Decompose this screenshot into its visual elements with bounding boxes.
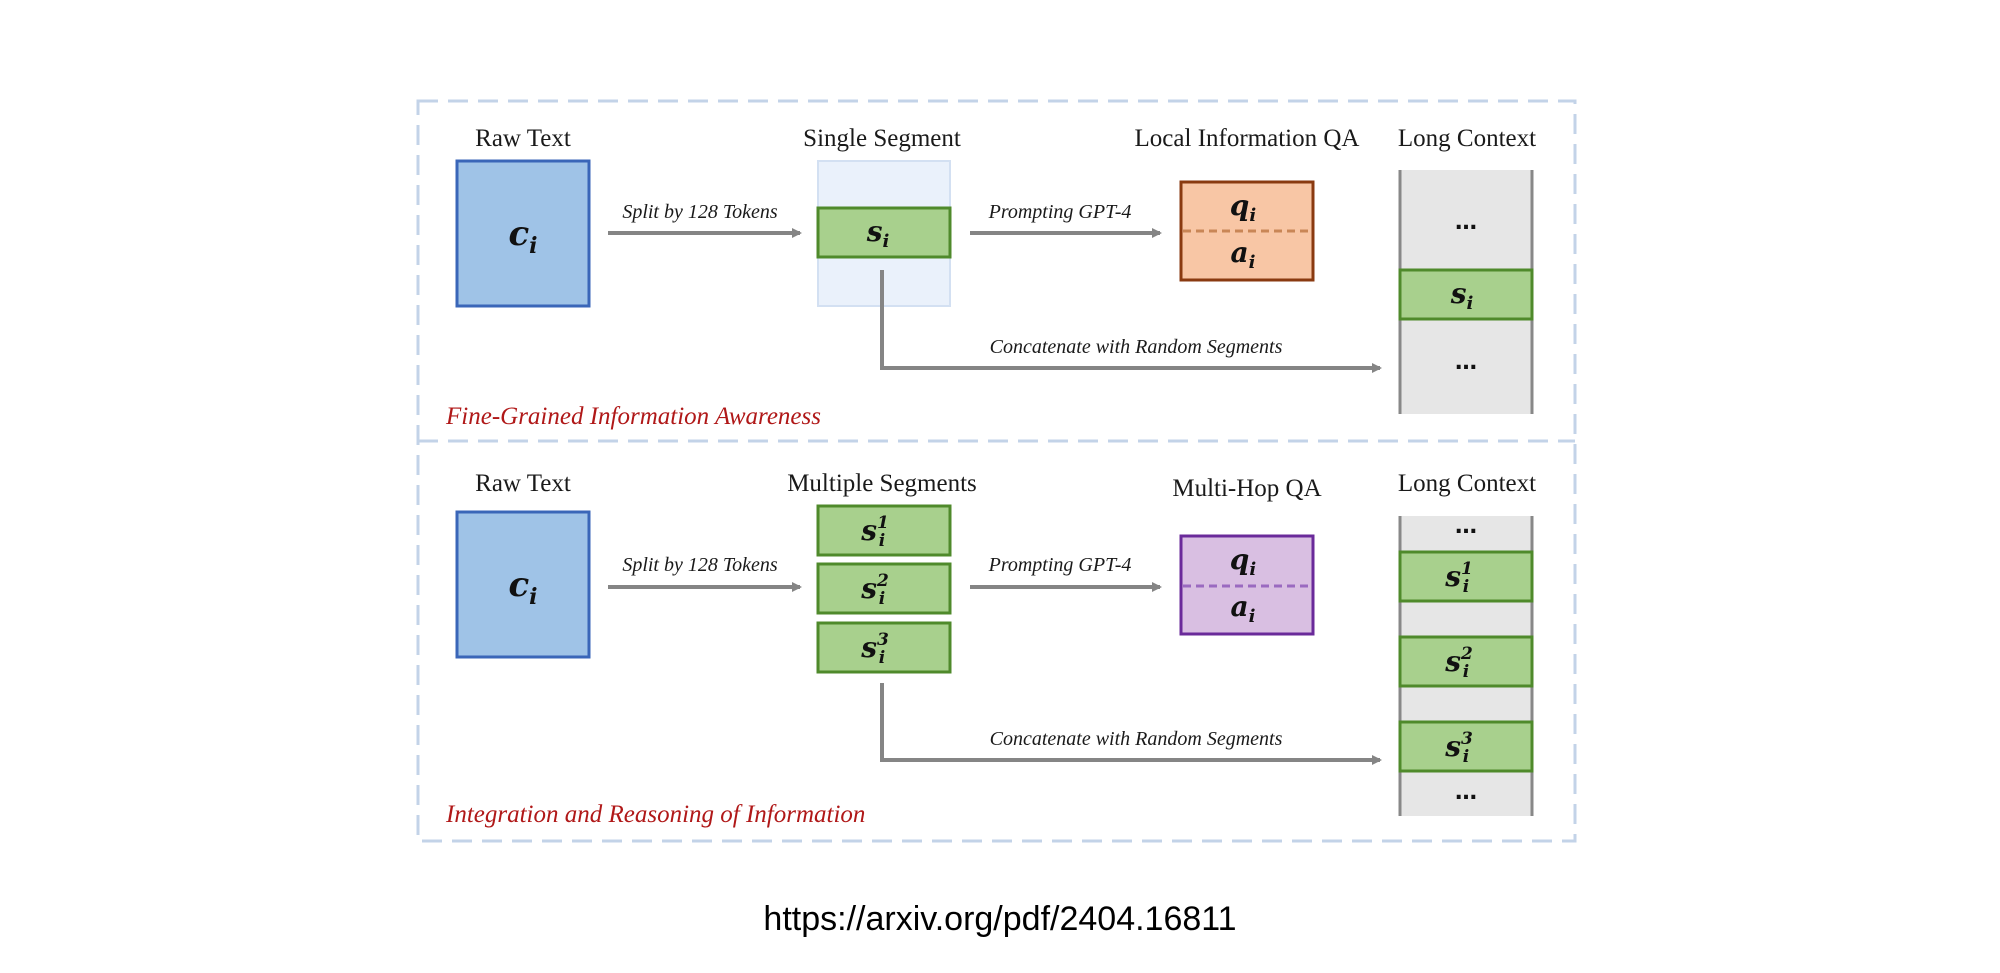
raw-var-base: c bbox=[508, 214, 529, 254]
context-segment bbox=[1398, 268, 1534, 321]
raw-text-var: ci bbox=[508, 214, 537, 259]
header-raw-text: Raw Text bbox=[475, 470, 571, 497]
answer-var: ai bbox=[1231, 236, 1256, 273]
header-multiple-segments: Multiple Segments bbox=[787, 470, 977, 497]
context-segment-3 bbox=[1398, 720, 1534, 773]
header-local-qa: Local Information QA bbox=[1135, 125, 1360, 152]
prompt-arrow-label: Prompting GPT-4 bbox=[988, 201, 1132, 223]
segment-box-2 bbox=[816, 562, 952, 615]
panel-label: Integration and Reasoning of Information bbox=[445, 801, 865, 828]
panel-fine-grained: Raw Text Single Segment Local Informatio… bbox=[445, 125, 1536, 430]
concat-arrow-label: Concatenate with Random Segments bbox=[990, 336, 1283, 358]
header-raw-text: Raw Text bbox=[475, 125, 571, 152]
split-arrow-label: Split by 128 Tokens bbox=[622, 201, 778, 223]
split-arrow-label: Split by 128 Tokens bbox=[622, 554, 778, 576]
segment-box-1 bbox=[816, 504, 952, 557]
source-url: https://arxiv.org/pdf/2404.16811 bbox=[763, 900, 1237, 938]
header-long-context: Long Context bbox=[1398, 470, 1536, 497]
context-ellipsis-top: … bbox=[1455, 210, 1477, 235]
raw-text-box bbox=[455, 159, 591, 308]
context-ellipsis-bottom: … bbox=[1455, 780, 1477, 805]
concat-arrow bbox=[880, 683, 1382, 765]
raw-var-sub: i bbox=[529, 233, 537, 259]
context-segment-var: si bbox=[1450, 277, 1474, 314]
context-ellipsis-bottom: … bbox=[1455, 350, 1477, 375]
context-ellipsis-top: … bbox=[1455, 514, 1477, 539]
question-var: qi bbox=[1230, 543, 1257, 580]
question-var: qi bbox=[1230, 189, 1257, 226]
concat-arrow-label: Concatenate with Random Segments bbox=[990, 728, 1283, 750]
concat-arrow bbox=[880, 270, 1382, 373]
context-segment-1 bbox=[1398, 550, 1534, 603]
header-long-context: Long Context bbox=[1398, 125, 1536, 152]
panel-integration-reasoning: Raw Text Multiple Segments Multi-Hop QA … bbox=[445, 470, 1536, 828]
raw-text-box bbox=[455, 510, 591, 659]
prompt-arrow-label: Prompting GPT-4 bbox=[988, 554, 1132, 576]
panels-frame bbox=[416, 99, 1577, 843]
segment-box-3 bbox=[816, 621, 952, 674]
raw-text-var: ci bbox=[508, 565, 537, 610]
answer-var: ai bbox=[1231, 590, 1256, 627]
segment-box bbox=[816, 206, 952, 259]
panel-label: Fine-Grained Information Awareness bbox=[445, 403, 821, 430]
context-segment-2 bbox=[1398, 635, 1534, 688]
header-single-segment: Single Segment bbox=[803, 125, 961, 152]
header-multi-hop-qa: Multi-Hop QA bbox=[1172, 475, 1321, 502]
segment-var: si bbox=[866, 215, 890, 252]
